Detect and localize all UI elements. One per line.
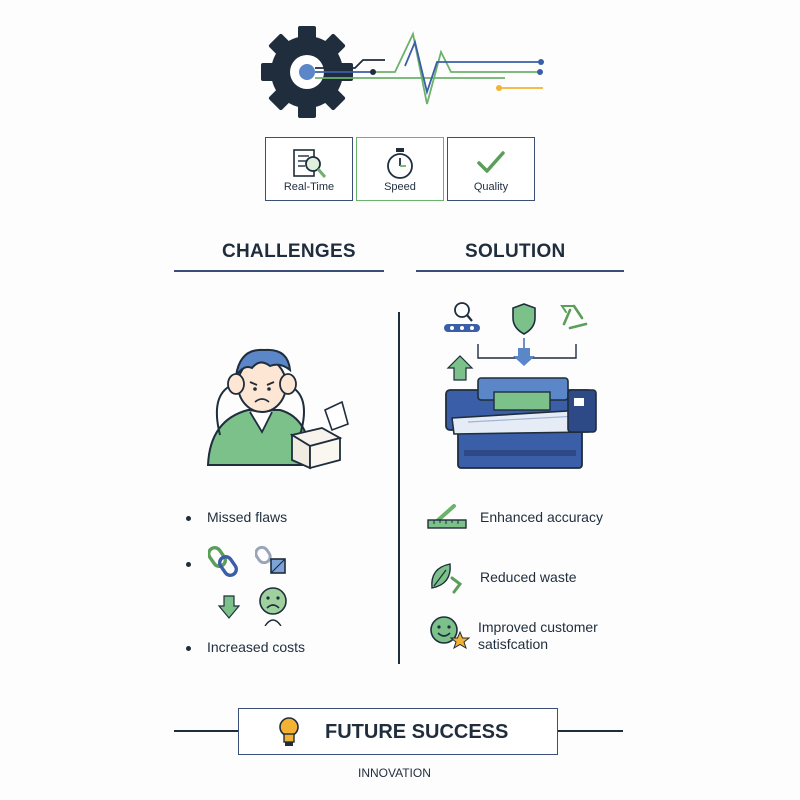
bullet	[186, 562, 191, 567]
footer-title: FUTURE SUCCESS	[325, 721, 509, 743]
arrow-down-icon	[217, 595, 241, 619]
document-magnifier-icon	[293, 149, 327, 178]
footer-subtitle: INNOVATION	[358, 766, 431, 780]
feature-speed: Speed	[356, 137, 444, 201]
solution-title: SOLUTION	[465, 241, 566, 262]
leaf-recycle-icon	[431, 563, 463, 594]
happy-face-star-icon	[430, 616, 470, 650]
bullet	[186, 646, 191, 651]
challenge-missed-flaws: Missed flaws	[207, 509, 288, 525]
solution-reduced-waste: Reduced waste	[480, 569, 577, 585]
feature-label: Real-Time	[283, 181, 335, 193]
solution-improved-customer: Improved customer	[478, 619, 598, 635]
solution-divider	[416, 270, 624, 272]
challenge-increased-costs: Increased costs	[207, 639, 306, 655]
damaged-part-icon	[255, 545, 286, 574]
future-success-banner: FUTURE SUCCESS	[238, 708, 558, 755]
stressed-worker-illustration	[206, 348, 349, 470]
challenges-title: CHALLENGES	[222, 241, 356, 262]
bullet	[186, 516, 191, 521]
checkmark-icon	[477, 151, 505, 173]
broken-chain-icon	[208, 546, 238, 577]
feature-label: Speed	[384, 181, 416, 193]
column-divider	[398, 312, 400, 664]
stopwatch-icon	[387, 148, 413, 179]
ruler-pencil-icon	[427, 504, 467, 529]
arrow-up-icon	[446, 355, 474, 381]
shield-icon	[512, 303, 536, 335]
magnifier-conveyor-icon	[444, 302, 480, 332]
recycle-icon	[560, 304, 588, 330]
feature-real-time: Real-Time	[265, 137, 353, 201]
footer-rule-right	[557, 730, 623, 732]
lightbulb-icon	[279, 717, 299, 746]
feature-label: Quality	[473, 181, 509, 193]
inspection-machine-illustration	[444, 302, 597, 469]
challenges-divider	[174, 270, 384, 272]
feature-quality: Quality	[447, 137, 535, 201]
gear-circuit-logo	[261, 26, 544, 118]
footer-rule-left	[174, 730, 240, 732]
solution-enhanced-accuracy: Enhanced accuracy	[480, 509, 603, 525]
arrow-down-icon	[513, 348, 535, 366]
solution-satisfaction: satisfcation	[478, 636, 549, 652]
sad-face-icon	[259, 587, 287, 626]
